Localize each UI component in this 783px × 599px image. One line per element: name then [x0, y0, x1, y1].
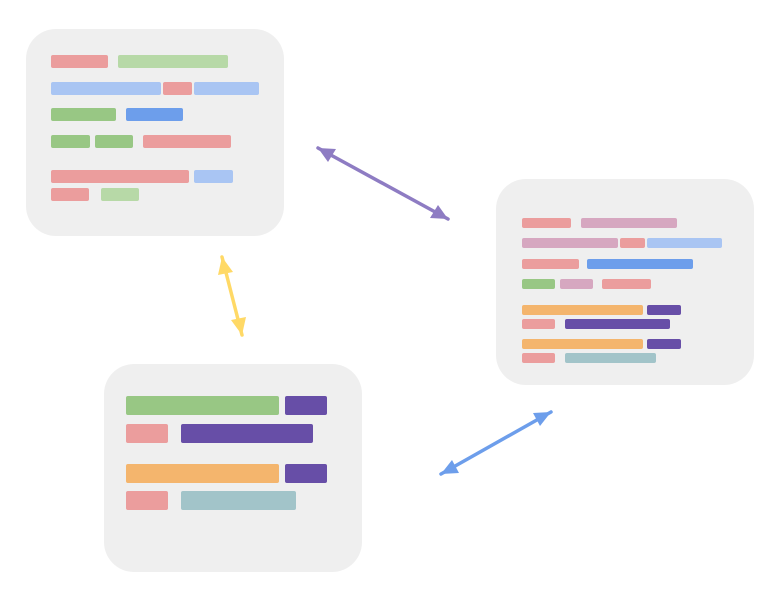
code-bar	[522, 259, 579, 269]
code-bar	[181, 424, 313, 443]
code-bar	[126, 396, 279, 415]
code-bar	[163, 82, 192, 95]
code-bar	[194, 82, 259, 95]
code-bar	[51, 135, 90, 148]
code-bar	[602, 279, 651, 289]
code-bar	[51, 82, 161, 95]
code-bar	[647, 238, 722, 248]
code-bar	[118, 55, 228, 68]
card-right	[496, 179, 754, 385]
arrow-top-left-to-right	[316, 146, 450, 221]
code-bar	[522, 279, 555, 289]
code-bar	[581, 218, 677, 228]
code-bar	[143, 135, 231, 148]
code-bar	[126, 491, 168, 510]
code-bar	[181, 491, 296, 510]
code-bar	[522, 339, 643, 349]
code-bar	[194, 170, 233, 183]
code-bar	[51, 108, 116, 121]
code-bar	[620, 238, 645, 248]
code-bar	[522, 319, 555, 329]
card-top-left	[26, 29, 284, 236]
code-bar	[522, 218, 571, 228]
code-bar	[126, 464, 279, 483]
code-bar	[126, 108, 183, 121]
code-bar	[565, 319, 670, 329]
code-bar	[126, 424, 168, 443]
card-bottom-left	[104, 364, 362, 572]
code-bar	[587, 259, 693, 269]
code-bar	[565, 353, 656, 363]
code-bar	[647, 305, 681, 315]
code-bar	[101, 188, 139, 201]
arrow-bottom-left-to-right	[439, 410, 553, 476]
arrow-top-left-to-bottom-left	[218, 255, 246, 337]
code-bar	[51, 170, 189, 183]
code-bar	[522, 353, 555, 363]
code-bar	[51, 188, 89, 201]
code-bar	[95, 135, 133, 148]
code-bar	[51, 55, 108, 68]
code-bar	[522, 305, 643, 315]
code-bar	[285, 396, 327, 415]
code-bar	[285, 464, 327, 483]
code-bar	[560, 279, 593, 289]
code-bar	[522, 238, 618, 248]
code-bar	[647, 339, 681, 349]
